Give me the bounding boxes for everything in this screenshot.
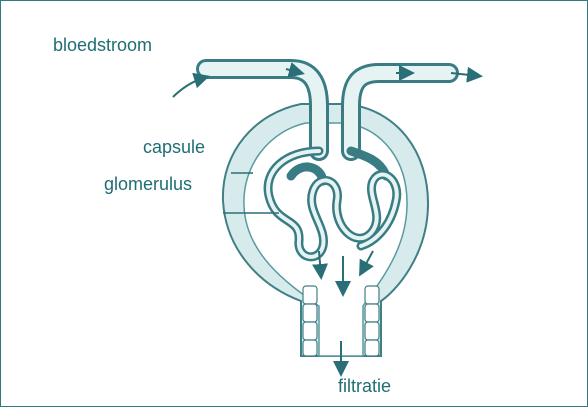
tubule-cells-left xyxy=(303,286,317,356)
tubule-cells-right xyxy=(365,286,379,356)
arrow-blood-in xyxy=(173,77,206,97)
